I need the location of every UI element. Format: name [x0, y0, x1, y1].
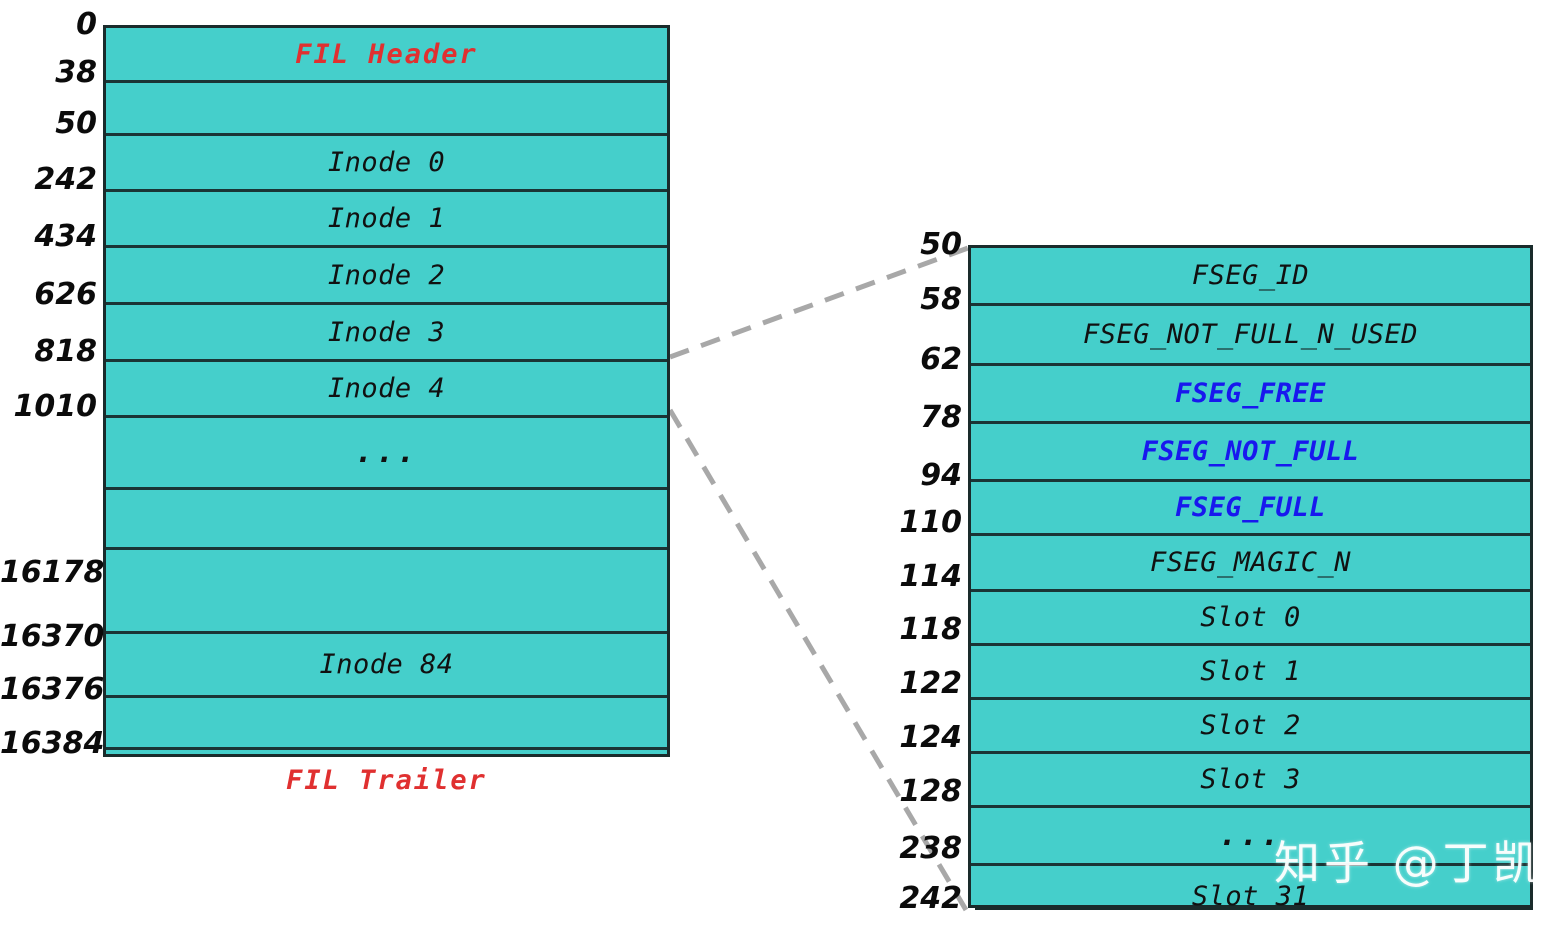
inode-page-row: Inode 4	[106, 362, 667, 418]
fseg-inode-offset-label: 110	[899, 505, 962, 540]
inode-page-offset-label: 38	[55, 55, 97, 90]
inode-page-row: FIL Header	[106, 28, 667, 83]
fseg-inode-row-label: FSEG_NOT_FULL	[1141, 436, 1360, 467]
inode-page-offset-label: 1010	[13, 389, 98, 424]
fseg-inode-row: FSEG_MAGIC_N	[971, 536, 1530, 592]
fseg-inode-offset-label: 118	[899, 612, 962, 647]
fseg-inode-offset-label: 242	[899, 881, 962, 916]
fseg-inode-offsets: 50 58 62 78 94 110 114 118 122 124 128 238 242	[868, 0, 964, 928]
inode-page-row	[106, 83, 667, 136]
inode-page-row: Inode 0	[106, 136, 667, 192]
fseg-inode-row-label: Slot 1	[1200, 656, 1301, 687]
watermark: 知乎 @丁凯	[1274, 836, 1543, 890]
fseg-inode-offset-label: 94	[920, 458, 962, 493]
inode-page-row	[106, 490, 667, 550]
fseg-inode-row-label: FSEG_ID	[1191, 260, 1310, 291]
inode-page-row-label: Inode 2	[327, 259, 446, 291]
inode-page-row: Inode 1	[106, 192, 667, 248]
inode-page-offset-label: 16178	[0, 555, 105, 590]
fseg-inode-row: Slot 0	[971, 592, 1530, 646]
inode-page-row-label: Inode 3	[327, 316, 446, 348]
fseg-inode-row-label: Slot 2	[1200, 710, 1301, 741]
inode-page-row: ...	[106, 418, 667, 490]
fseg-inode-row-label: Slot 31	[1191, 880, 1310, 912]
inode-page-row-label: FIL Trailer	[286, 764, 487, 796]
fseg-inode-row: FSEG_NOT_FULL	[971, 424, 1530, 482]
fseg-inode-row-label: Slot 3	[1200, 764, 1301, 795]
fseg-inode-row-label: Slot 0	[1200, 602, 1301, 633]
fseg-inode-row-label: FSEG_MAGIC_N	[1149, 547, 1352, 578]
fseg-inode-row: FSEG_FULL	[971, 482, 1530, 536]
inode-page-row-label: Inode 4	[327, 373, 446, 404]
fseg-inode-offset-label: 50	[920, 227, 962, 262]
fseg-inode-row: Slot 3	[971, 754, 1530, 808]
inode-page-row: FIL Trailer	[106, 750, 667, 810]
fseg-inode-offset-label: 238	[899, 831, 962, 866]
fseg-inode-offset-label: 124	[899, 720, 962, 755]
inode-page-offset-label: 626	[34, 277, 97, 312]
inode-page-offset-label: 16376	[0, 672, 105, 707]
inode-page-row: Inode 2	[106, 248, 667, 305]
fseg-inode-row: FSEG_NOT_FULL_N_USED	[971, 306, 1530, 366]
inode-page-row-label: Inode 84	[319, 649, 454, 680]
inode-page-offset-label: 0	[76, 7, 97, 42]
inode-page-row-label: Inode 0	[327, 147, 446, 178]
fseg-inode-row: Slot 1	[971, 646, 1530, 700]
fseg-inode-row-label: ...	[1218, 818, 1283, 853]
fseg-inode-offset-label: 122	[899, 666, 962, 701]
fseg-inode-row: Slot 2	[971, 700, 1530, 754]
inode-page-row-label: ...	[354, 435, 419, 470]
fseg-inode-row: FSEG_ID	[971, 248, 1530, 306]
inode-page-row: Inode 84	[106, 634, 667, 698]
inode-page-offset-label: 50	[55, 106, 97, 141]
inode-page-offset-label: 434	[34, 219, 97, 254]
fseg-inode-row-label: FSEG_FREE	[1175, 378, 1326, 409]
fseg-inode-row-label: FSEG_FULL	[1175, 492, 1326, 523]
inode-page-row: Inode 3	[106, 305, 667, 362]
fseg-inode-detail-box: FSEG_ID FSEG_NOT_FULL_N_USED FSEG_FREE FSEG…	[968, 245, 1533, 912]
fseg-inode-offset-label: 58	[920, 282, 962, 317]
inode-page-row-label: Inode 1	[327, 203, 446, 234]
inode-page-offset-label: 818	[34, 334, 97, 369]
fseg-inode-row: Slot 31	[971, 866, 1530, 926]
fseg-inode-row: ...	[971, 808, 1530, 866]
fseg-inode-row: FSEG_FREE	[971, 366, 1530, 424]
inode-page-row	[106, 550, 667, 634]
fseg-inode-offset-label: 62	[920, 342, 962, 377]
inode-page-offsets: 0 38 50 242 434 626 818 1010 16178 16370 16376 1638…	[0, 0, 105, 928]
inode-page-offset-label: 16384	[0, 726, 105, 761]
fseg-inode-offset-label: 128	[899, 774, 962, 809]
inode-page-offset-label: 16370	[0, 619, 105, 654]
fseg-inode-row-label: FSEG_NOT_FULL_N_USED	[1082, 319, 1419, 350]
inode-page-row-label: FIL Header	[295, 38, 478, 70]
inode-page-row	[106, 698, 667, 750]
fseg-inode-offset-label: 78	[920, 400, 962, 435]
inode-page-offset-label: 242	[34, 162, 97, 197]
fseg-inode-offset-label: 114	[899, 559, 962, 594]
